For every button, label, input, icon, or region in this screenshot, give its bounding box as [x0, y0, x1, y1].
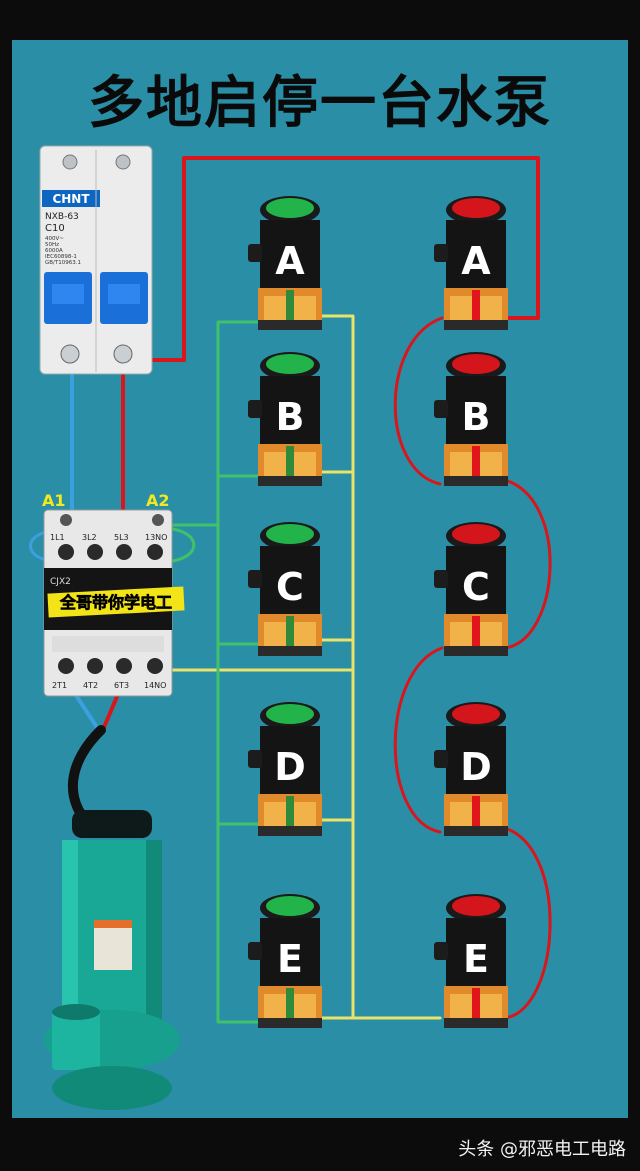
- stop-button-d[interactable]: D: [434, 702, 508, 836]
- terminal-a1-label: A1: [42, 491, 66, 510]
- terminal-a2-label: A2: [146, 491, 170, 510]
- wire-green-bus: [216, 320, 266, 1024]
- footer-watermark: 头条 @邪恶电工电路: [458, 1139, 626, 1160]
- breaker-model: NXB-63: [45, 212, 79, 222]
- svg-text:4T2: 4T2: [83, 681, 98, 690]
- svg-text:GB/T10963.1: GB/T10963.1: [45, 260, 81, 266]
- start-button-label: E: [277, 937, 303, 981]
- wire-stop-series-2: [503, 478, 552, 650]
- start-button-label: C: [276, 565, 304, 609]
- stop-button-label: A: [461, 239, 491, 283]
- wire-a2-loop: [158, 526, 196, 564]
- svg-text:50Hz: 50Hz: [45, 242, 59, 248]
- start-button-label: B: [276, 395, 305, 439]
- svg-text:400V~: 400V~: [45, 236, 64, 242]
- start-button-label: A: [275, 239, 305, 283]
- push-buttons: A B C D E A B C D E: [248, 196, 508, 1028]
- stop-button-label: E: [463, 937, 489, 981]
- wire-stop-series-4: [503, 826, 552, 1020]
- stop-button-b[interactable]: B: [434, 352, 508, 486]
- svg-text:6000A: 6000A: [45, 248, 63, 254]
- contactor-banner: 全哥带你学电工: [59, 593, 172, 612]
- start-button-a[interactable]: A: [248, 196, 322, 330]
- svg-text:14NO: 14NO: [144, 681, 166, 690]
- contactor: 1L1 3L2 5L3 13NO CJX2 全哥带你学电工 2T1 4T2 6T…: [42, 491, 185, 697]
- start-button-b[interactable]: B: [248, 352, 322, 486]
- breaker-rating: C10: [45, 223, 65, 234]
- stop-button-a[interactable]: A: [434, 196, 508, 330]
- stop-button-label: D: [460, 745, 492, 789]
- wire-stop-series-3: [393, 646, 444, 834]
- diagram-title: 多地启停一台水泵: [88, 71, 552, 136]
- svg-text:6T3: 6T3: [114, 681, 129, 690]
- stop-button-label: C: [462, 565, 490, 609]
- svg-text:IEC60898-1: IEC60898-1: [45, 254, 77, 260]
- start-button-d[interactable]: D: [248, 702, 322, 836]
- contactor-model: CJX2: [50, 577, 71, 587]
- wire-stop-series-1: [393, 316, 444, 486]
- svg-text:13NO: 13NO: [145, 533, 167, 542]
- start-button-e[interactable]: E: [248, 894, 322, 1028]
- stop-button-e[interactable]: E: [434, 894, 508, 1028]
- svg-text:5L3: 5L3: [114, 533, 129, 542]
- stop-button-label: B: [462, 395, 491, 439]
- svg-text:3L2: 3L2: [82, 533, 97, 542]
- water-pump: [44, 810, 180, 1110]
- start-button-c[interactable]: C: [248, 522, 322, 656]
- svg-text:2T1: 2T1: [52, 681, 67, 690]
- stop-button-c[interactable]: C: [434, 522, 508, 656]
- svg-text:1L1: 1L1: [50, 533, 65, 542]
- circuit-breaker: CHNT NXB-63 C10 400V~ 50Hz 6000A IEC6089…: [39, 145, 153, 375]
- start-button-label: D: [274, 745, 306, 789]
- breaker-brand: CHNT: [52, 192, 90, 206]
